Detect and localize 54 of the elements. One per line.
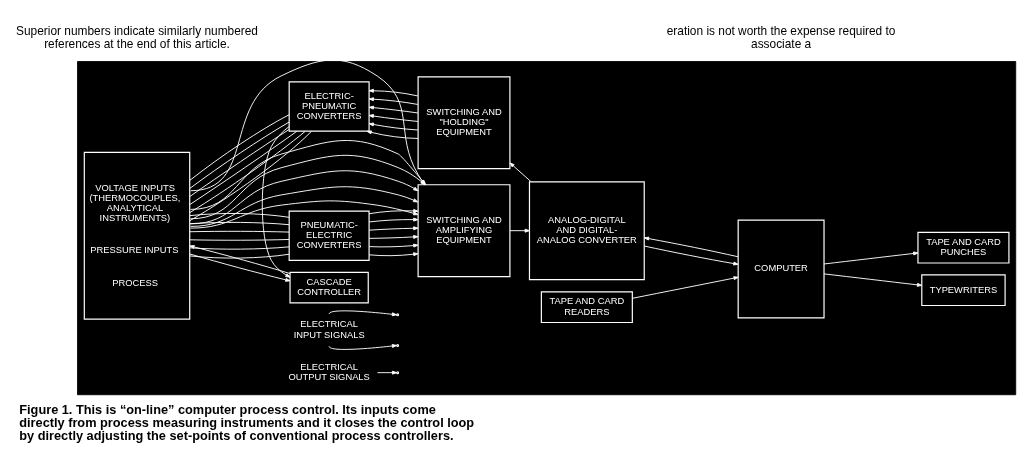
arrow (368, 217, 419, 222)
caption: Figure 1. This is “on-line” computer process control. Its inputs come directly from process measuring instruments and it closes the control loop by directly adjusting the set-points of conventional process controllers. (19, 401, 475, 443)
node-box: VOLTAGE INPUTS (THERMOCOUPLES, ANALYTICAL INSTRUMENTS) PRESSURE INPUTS PROCESS (83, 151, 191, 320)
connector (189, 230, 290, 233)
connector (189, 212, 290, 218)
arrow (190, 185, 419, 227)
connector (189, 221, 290, 225)
arrow (366, 129, 419, 139)
arrow (823, 251, 919, 264)
arrow (368, 251, 419, 256)
arrow (368, 225, 419, 231)
connector (189, 128, 290, 197)
arrow (368, 96, 419, 105)
arrow (377, 370, 398, 375)
node-box: TAPE AND CARD READERS (540, 290, 633, 323)
arrow (189, 253, 291, 282)
node-box: ELECTRIC-PNEUMATIC CONVERTERS (288, 80, 370, 132)
arrow (190, 169, 419, 224)
connector (189, 113, 290, 181)
arrow (631, 275, 739, 299)
arrow (368, 88, 419, 96)
arrow (261, 125, 291, 278)
node-box: SWITCHING AND "HOLDING" EQUIPMENT (417, 75, 511, 169)
arrow (368, 113, 419, 122)
node-box: TYPEWRITERS (921, 273, 1006, 306)
connector (189, 253, 290, 259)
node-text: ELECTRICAL INPUT SIGNALS (293, 318, 365, 340)
arrow (643, 236, 739, 257)
node-box: PNEUMATIC-ELECTRIC CONVERTERS (288, 210, 370, 261)
arrow (509, 161, 532, 182)
arrow (823, 272, 923, 287)
arrow (190, 199, 419, 229)
connector (189, 130, 298, 205)
arrow (368, 105, 419, 113)
node-box: CASCADE CONTROLLER (289, 271, 369, 304)
arrow (368, 122, 419, 130)
arrow (328, 343, 398, 350)
node-text: ELECTRICAL OUTPUT SIGNALS (288, 361, 370, 382)
connector (189, 245, 290, 250)
node-box: ANALOG-DIGITAL AND DIGITAL-ANALOG CONVERTER (528, 180, 645, 280)
arrow (328, 309, 398, 316)
connector (189, 121, 290, 189)
arrow (368, 243, 419, 247)
arrow (189, 244, 291, 274)
arrow (368, 234, 419, 239)
node-box: SWITCHING AND AMPLIFYING EQUIPMENT (417, 183, 511, 277)
arrow (643, 245, 739, 265)
connector (189, 238, 290, 241)
node-box: COMPUTER (737, 218, 825, 318)
arrow (368, 208, 419, 214)
node-box: TAPE AND CARD PUNCHES (917, 231, 1010, 264)
arrow (509, 228, 530, 233)
label: Superior numbers indicate similarly numbered references at the end of this article. (16, 23, 258, 51)
label: eration is not worth the expense required to associate a (666, 23, 896, 51)
